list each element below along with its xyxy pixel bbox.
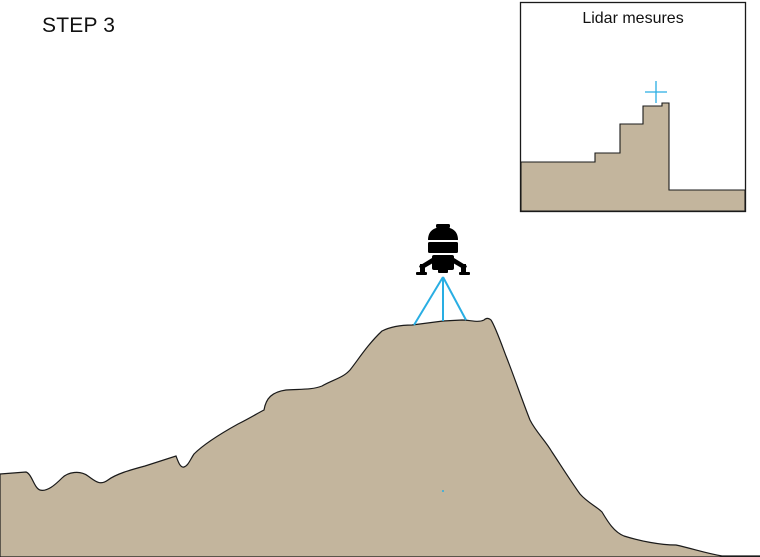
lidar-inset-panel [519, 1, 747, 213]
surface-dot [442, 490, 444, 492]
inset-terrain-steps [520, 102, 746, 212]
inset-title: Lidar mesures [582, 10, 684, 27]
terrain-profile [0, 317, 760, 557]
lunar-lander-icon [416, 224, 470, 275]
lidar-beam-left [413, 276, 444, 326]
crosshair-plus-icon [645, 81, 667, 103]
step-label: STEP 3 [42, 14, 116, 37]
lidar-beam-right [442, 276, 467, 321]
